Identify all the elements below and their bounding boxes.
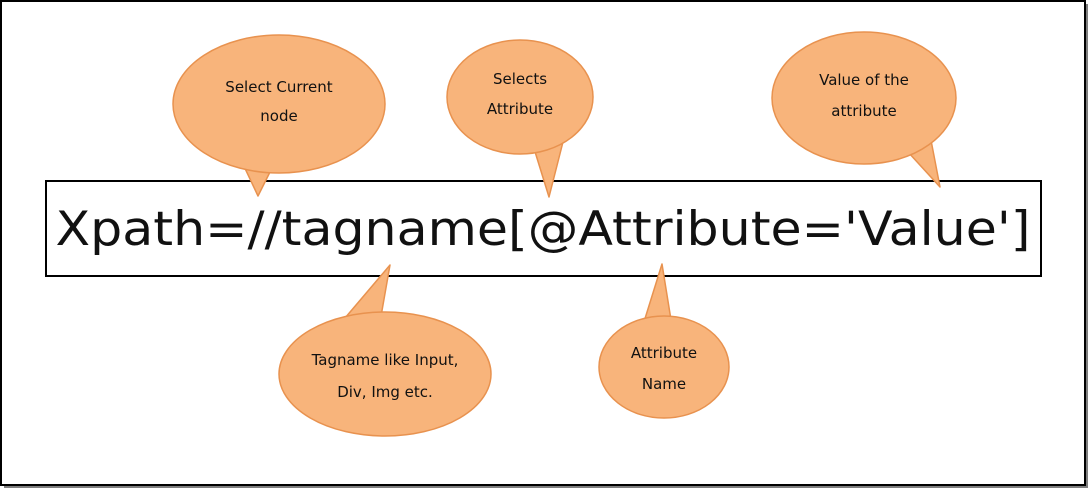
callout-attribute-name: Attribute Name xyxy=(598,263,730,419)
callout-selects-attribute-line2: Attribute xyxy=(487,100,553,118)
callout-tagname-line2: Div, Img etc. xyxy=(337,383,433,401)
callout-tagname-line1: Tagname like Input, xyxy=(311,351,459,369)
callout-attribute-value-line2: attribute xyxy=(831,102,896,120)
callout-selects-attribute-line1: Selects xyxy=(493,70,547,88)
callout-current-node-line1: Select Current xyxy=(225,78,332,96)
callout-attribute-name-line2: Name xyxy=(642,375,686,393)
callout-tagname: Tagname like Input, Div, Img etc. xyxy=(278,264,492,437)
callout-current-node: Select Current node xyxy=(172,34,386,197)
xpath-expression: Xpath=//tagname[@Attribute='Value'] xyxy=(56,202,1031,257)
callout-current-node-line2: node xyxy=(260,107,297,125)
callout-attribute-value: Value of the attribute xyxy=(771,31,957,188)
callout-attribute-value-line1: Value of the xyxy=(819,71,909,89)
callout-selects-attribute: Selects Attribute xyxy=(446,39,594,198)
callout-attribute-name-line1: Attribute xyxy=(631,344,697,362)
